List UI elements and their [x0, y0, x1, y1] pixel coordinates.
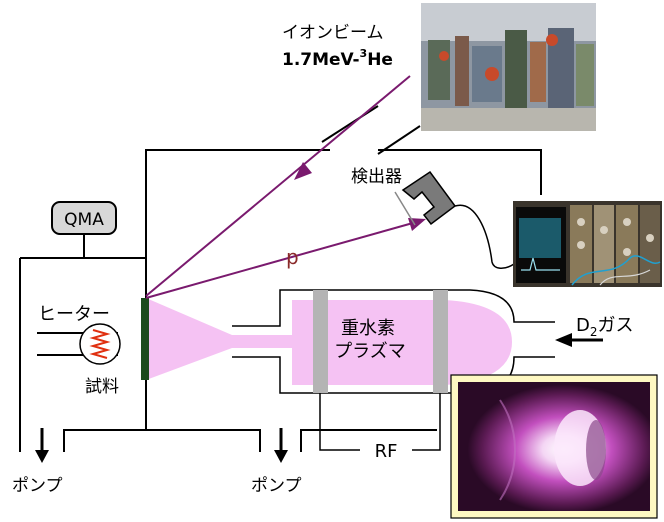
sample-label: 試料	[85, 377, 119, 397]
plasma-cone	[146, 298, 232, 380]
gas-subscript: 2	[590, 325, 598, 339]
pump-left-label: ポンプ	[12, 476, 63, 496]
gas-d: D	[576, 315, 590, 336]
pump-left-arrow-icon	[35, 450, 49, 463]
electrode-left	[313, 290, 328, 393]
gas-arrow-head-icon	[555, 333, 572, 347]
pump-right: ポンプ	[251, 428, 302, 496]
pump-left: ポンプ	[12, 428, 63, 496]
beam-arrow-icon	[294, 162, 312, 180]
proton-path	[145, 220, 421, 299]
detector-label: 検出器	[351, 167, 402, 187]
gas-word: ガス	[598, 315, 634, 336]
heater-label: ヒーター	[38, 304, 110, 325]
qma-label: QMA	[64, 210, 104, 230]
ion-beam-label: イオンビーム	[282, 23, 384, 43]
plasma-glow-photo	[450, 374, 658, 519]
pump-right-arrow-icon	[274, 450, 288, 463]
beam-energy-label: 1.7MeV-3He	[282, 47, 393, 70]
beam-energy-prefix: 1.7MeV-	[282, 50, 360, 70]
heater-coil-icon	[89, 329, 111, 359]
beam-element: He	[367, 50, 393, 70]
qma-unit: QMA	[51, 201, 117, 258]
detector-aperture	[394, 191, 416, 226]
plasma-label-line1: 重水素	[341, 318, 395, 339]
proton-label: p	[286, 245, 299, 269]
detector-head	[401, 170, 457, 226]
beam-mass-number: 3	[360, 47, 368, 60]
vacuum-chamber-outline	[19, 105, 542, 452]
detector-cable	[454, 204, 515, 269]
gas-label: D2ガス	[576, 315, 634, 339]
ion-beam-path	[145, 75, 411, 297]
accelerator-hall-photo	[421, 3, 596, 131]
sample-plate	[141, 298, 149, 380]
signal-analyzer-photo	[513, 201, 662, 287]
rf-wiring	[319, 393, 441, 451]
pump-right-label: ポンプ	[251, 476, 302, 496]
plasma-label-line2: プラズマ	[334, 341, 406, 362]
proton-arrow-icon	[408, 218, 426, 231]
rf-label: RF	[375, 441, 398, 462]
electrode-right	[433, 290, 448, 393]
